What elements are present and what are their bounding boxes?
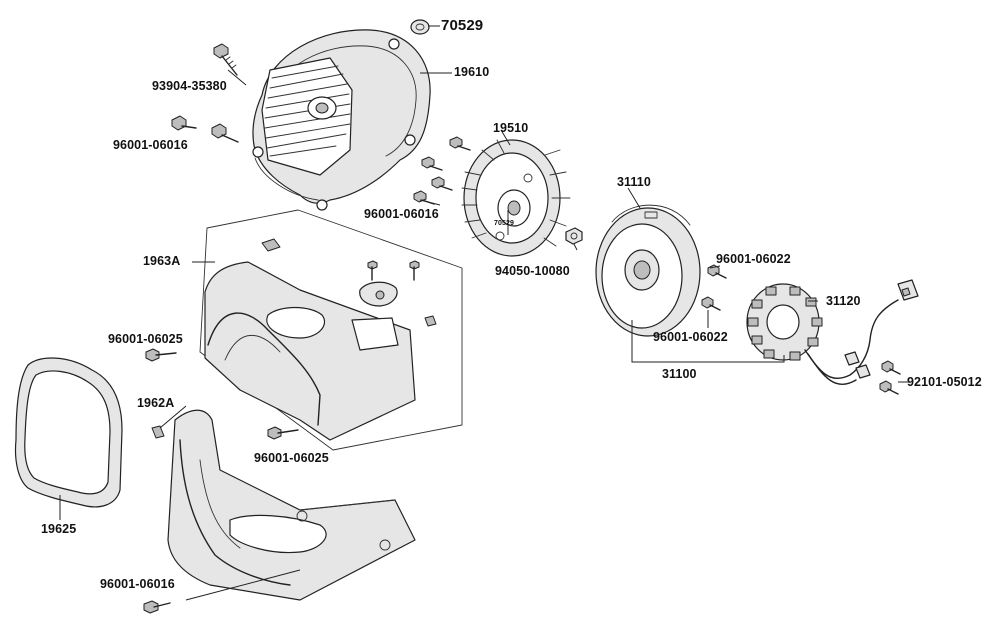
bolt-96001-06016-c [143, 600, 171, 614]
label-96001-06025-b: 96001-06025 [254, 451, 329, 465]
label-96001-06025-a: 96001-06025 [108, 332, 183, 346]
label-19610: 19610 [454, 65, 490, 79]
nut-94050-10080 [565, 227, 583, 245]
label-93904-35380: 93904-35380 [152, 79, 227, 93]
label-96001-06016-b: 96001-06016 [364, 207, 439, 221]
label-31110: 31110 [617, 175, 651, 189]
fan-cover-19610 [252, 29, 431, 211]
shroud-1963A [199, 209, 463, 451]
label-96001-06022-b: 96001-06022 [653, 330, 728, 344]
lower-shroud [167, 409, 416, 601]
grommet-70529 [410, 19, 430, 35]
bolt-93904-35380 [213, 43, 238, 76]
label-70529-small: 70529 [494, 220, 514, 227]
leader-lines [59, 25, 910, 601]
label-31100: 31100 [662, 367, 697, 381]
screws-92101-05012 [879, 360, 901, 395]
bolt-96001-06025-b [267, 426, 299, 440]
label-1962A: 1962A [137, 396, 175, 410]
gasket-19625 [14, 357, 123, 508]
bolt-96001-06025-a [145, 348, 177, 362]
label-94050-10080: 94050-10080 [495, 264, 570, 278]
label-92101-05012: 92101-05012 [907, 375, 982, 389]
label-1963A: 1963A [143, 254, 181, 268]
label-96001-06016-a: 96001-06016 [113, 138, 188, 152]
cooling-fan-19510 [461, 139, 571, 257]
fan-bolt-set-96001-06016 [413, 136, 471, 205]
label-96001-06016-c: 96001-06016 [100, 577, 175, 591]
label-19625: 19625 [41, 522, 77, 536]
label-31120: 31120 [826, 294, 861, 308]
flywheel-rotor-31110 [595, 204, 701, 337]
label-19510: 19510 [493, 121, 529, 135]
label-96001-06022-a: 96001-06022 [716, 252, 791, 266]
label-70529: 70529 [441, 17, 484, 34]
bolt-96001-06016-a2 [211, 123, 239, 143]
stator-screws-96001-06022 [701, 264, 727, 311]
clip-1962A [151, 425, 165, 439]
stator-31120 [746, 279, 919, 386]
bolt-96001-06016-a [171, 115, 197, 131]
